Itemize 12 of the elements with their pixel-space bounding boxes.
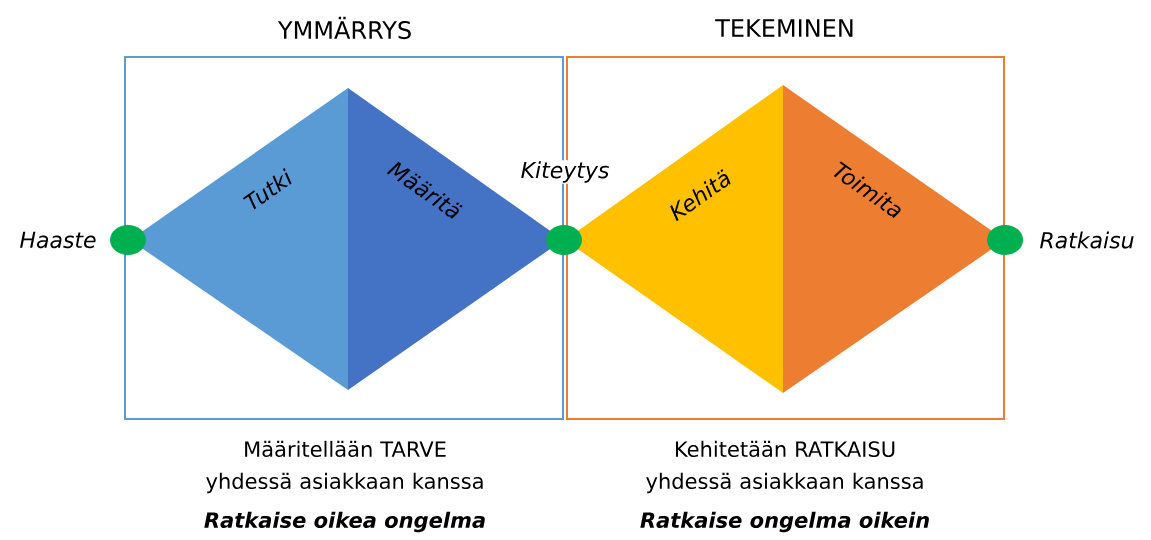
- milestone-label: Haaste: [18, 230, 98, 250]
- phase-description: Kehitetään RATKAISU yhdessä asiakkaan kanssa: [646, 440, 923, 494]
- phase-description: Määritellään TARVE yhdessä asiakkaan kanssa: [206, 440, 483, 494]
- milestone-label: Kiteytys: [519, 160, 611, 184]
- phase-motto: Ratkaise oikea ongelma: [204, 511, 485, 533]
- milestone-dot: [110, 225, 146, 255]
- phase-heading: YMMÄRRYS: [277, 16, 411, 40]
- milestone-dot: [987, 225, 1023, 255]
- phase-motto: Ratkaise ongelma oikein: [640, 511, 929, 533]
- milestone-dot: [546, 225, 582, 255]
- milestone-label: Ratkaisu: [1038, 230, 1136, 250]
- phase-heading: TEKEMINEN: [715, 19, 853, 37]
